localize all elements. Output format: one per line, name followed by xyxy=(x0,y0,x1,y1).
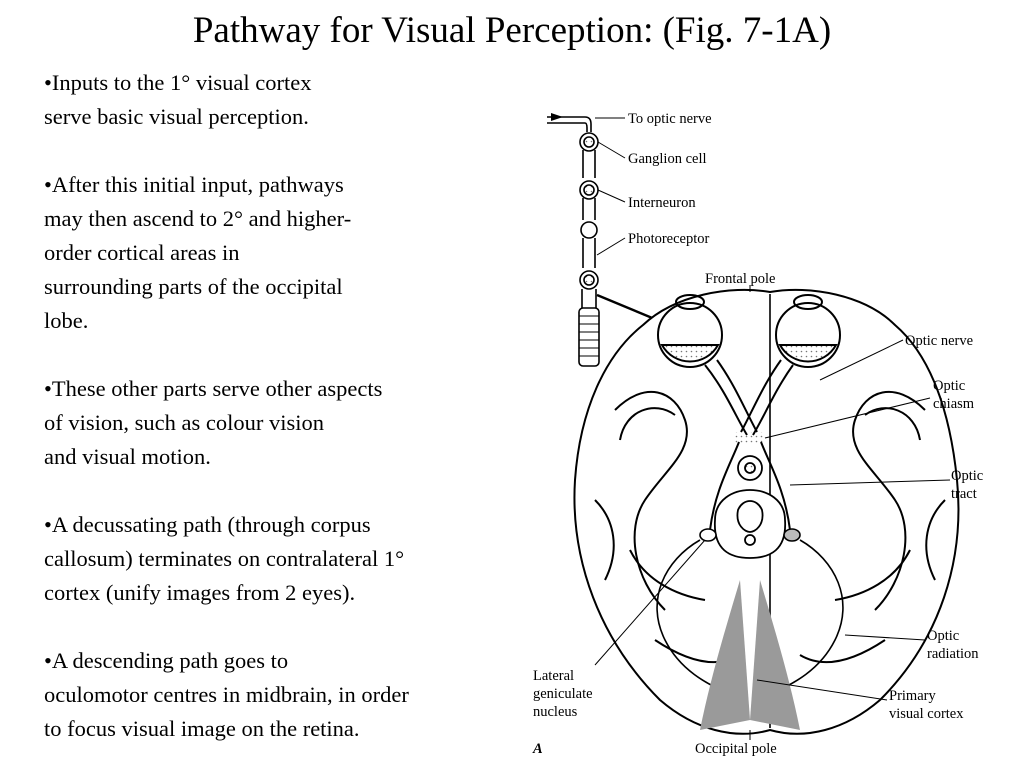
bullet-line: •These other parts serve other aspects xyxy=(44,376,383,401)
lgn-right xyxy=(783,528,801,542)
bullet-line: •A descending path goes to xyxy=(44,648,289,673)
bullet-line: to focus visual image on the retina. xyxy=(44,716,360,741)
bullet-primary-cortex-inputs: •Inputs to the 1° visual cortex serve ba… xyxy=(44,66,514,134)
bullet-line: •After this initial input, pathways xyxy=(44,172,344,197)
left-eye xyxy=(657,294,723,368)
axon-line xyxy=(584,122,588,132)
neuron-process xyxy=(582,238,596,268)
label-primary-visual-cortex-1: Primary xyxy=(889,688,936,704)
bullet-line: and visual motion. xyxy=(44,444,211,469)
label-optic-chiasm-1: Optic xyxy=(933,378,965,394)
bullet-line: callosum) terminates on contralateral 1° xyxy=(44,546,405,571)
cell-body xyxy=(580,221,598,239)
arrow-to-optic-nerve-icon xyxy=(551,113,563,121)
bullet-line: surrounding parts of the occipital xyxy=(44,274,343,299)
lgn-left xyxy=(699,528,717,542)
bullet-line: of vision, such as colour vision xyxy=(44,410,324,435)
label-to-optic-nerve: To optic nerve xyxy=(628,111,712,127)
primary-cortex-right xyxy=(750,580,800,730)
label-optic-nerve: Optic nerve xyxy=(905,333,973,349)
label-optic-chiasm-2: chiasm xyxy=(933,396,975,412)
label-optic-tract-2: tract xyxy=(951,486,977,502)
bullet-line: lobe. xyxy=(44,308,89,333)
label-frontal-pole: Frontal pole xyxy=(705,271,775,287)
visual-pathway-figure: To optic nerve Ganglion cell Interneuron… xyxy=(525,80,1024,768)
neuron-process xyxy=(582,150,596,178)
brain-diagram: To optic nerve Ganglion cell Interneuron… xyxy=(532,111,983,757)
bullet-line: oculomotor centres in midbrain, in order xyxy=(44,682,409,707)
bullet-descending-path: •A descending path goes to oculomotor ce… xyxy=(44,644,514,746)
primary-cortex-left xyxy=(700,580,750,730)
label-optic-tract-1: Optic xyxy=(951,468,983,484)
bullet-line: may then ascend to 2° and higher- xyxy=(44,206,352,231)
bullet-ascending-pathways: •After this initial input, pathways may … xyxy=(44,168,514,338)
label-photoreceptor: Photoreceptor xyxy=(628,231,710,247)
label-ganglion-cell: Ganglion cell xyxy=(628,151,707,167)
label-occipital-pole: Occipital pole xyxy=(695,741,777,757)
photoreceptor-stalk xyxy=(581,289,597,308)
bullet-line: serve basic visual perception. xyxy=(44,104,309,129)
bullet-line: order cortical areas in xyxy=(44,240,240,265)
label-optic-radiation-2: radiation xyxy=(927,646,979,662)
right-eye xyxy=(775,294,841,368)
bullet-line: •Inputs to the 1° visual cortex xyxy=(44,70,312,95)
label-optic-radiation-1: Optic xyxy=(927,628,959,644)
bullet-decussating-path: •A decussating path (through corpus call… xyxy=(44,508,514,610)
bullet-list: •Inputs to the 1° visual cortex serve ba… xyxy=(44,66,514,780)
photoreceptor-outer-segment xyxy=(578,307,600,367)
retina-cell-column xyxy=(547,116,600,367)
optic-pathway xyxy=(704,359,794,531)
bullet-line: cortex (unify images from 2 eyes). xyxy=(44,580,356,605)
midbrain xyxy=(714,455,786,559)
bullet-line: •A decussating path (through corpus xyxy=(44,512,371,537)
axon-line xyxy=(584,116,592,132)
label-primary-visual-cortex-2: visual cortex xyxy=(889,706,964,722)
neuron-process xyxy=(582,198,596,220)
photoreceptor-nucleus xyxy=(579,270,599,290)
slide-title: Pathway for Visual Perception: (Fig. 7-1… xyxy=(192,10,832,51)
bullet-other-aspects: •These other parts serve other aspects o… xyxy=(44,372,514,474)
label-lateral-geniculate-3: nucleus xyxy=(533,704,578,720)
label-lateral-geniculate-2: geniculate xyxy=(533,686,593,702)
panel-letter: A xyxy=(532,741,543,757)
label-interneuron: Interneuron xyxy=(628,195,696,211)
label-lateral-geniculate-1: Lateral xyxy=(533,668,574,684)
